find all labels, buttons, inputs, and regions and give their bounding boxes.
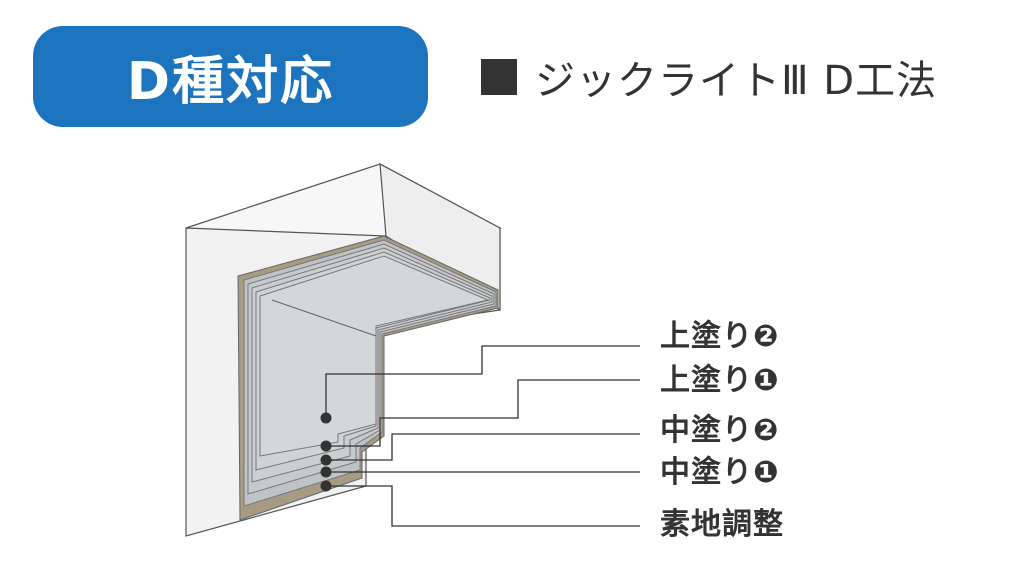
leader-line-top-coat-2 <box>325 345 640 418</box>
marker-mid-coat-2 <box>320 454 332 466</box>
spec-badge: D種対応 <box>33 26 428 127</box>
label-substrate-prep: 素地調整 <box>660 507 784 542</box>
marker-top-coat-1 <box>320 440 332 452</box>
label-mid-coat-1: 中塗り❶ <box>660 455 780 490</box>
wall-right-face <box>379 162 501 312</box>
leader-line-top-coat-1 <box>326 379 640 447</box>
square-bullet-icon <box>481 59 517 95</box>
marker-substrate <box>320 480 332 492</box>
marker-mid-coat-1 <box>320 466 332 478</box>
label-top-coat-2: 上塗り❷ <box>660 319 780 354</box>
marker-top-coat-2 <box>320 412 332 424</box>
leader-line-substrate <box>326 485 640 527</box>
corner-edge-line <box>271 299 377 337</box>
leader-line-mid-coat-2 <box>326 433 640 461</box>
top-coat-layer <box>259 255 490 457</box>
label-top-coat-1: 上塗り❶ <box>660 363 780 398</box>
method-label: ジックライトⅢ D工法 <box>535 58 938 104</box>
method-title: ジックライトⅢ D工法 <box>481 52 937 104</box>
badge-text: D種対応 <box>126 52 335 112</box>
label-mid-coat-2: 中塗り❷ <box>660 413 780 448</box>
